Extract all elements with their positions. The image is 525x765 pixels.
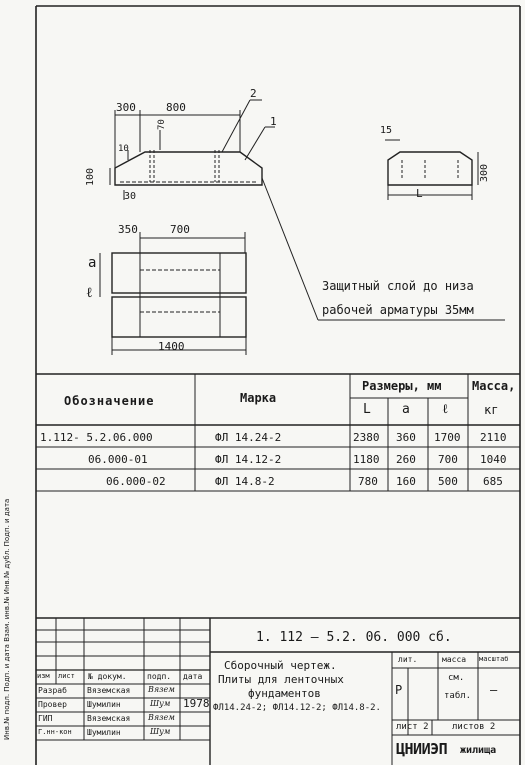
- note-line-2: рабочей арматуры 35мм: [322, 303, 474, 317]
- title-line-4: ФЛ14.24-2; ФЛ14.12-2; ФЛ14.8-2.: [213, 703, 381, 713]
- header-mass-unit: кг: [484, 403, 499, 417]
- row-1-mark: ФЛ 14.24-2: [215, 431, 282, 444]
- row-2-mass: 1040: [480, 453, 507, 466]
- header-col-L: L: [363, 402, 371, 417]
- col-date: дата: [183, 672, 203, 681]
- scale-value: —: [490, 683, 498, 697]
- doc-code: 1. 112 – 5.2. 06. 000 сб.: [256, 630, 452, 645]
- label-l: ℓ: [86, 285, 93, 301]
- lit-value: Р: [395, 683, 403, 697]
- title-line-1: Сборочный чертеж.: [224, 659, 337, 672]
- header-dimensions: Размеры, мм: [362, 379, 442, 393]
- row-2-a: 260: [396, 453, 416, 466]
- header-col-a: a: [402, 402, 410, 417]
- callout-1: 1: [270, 115, 277, 128]
- year: 1978: [183, 697, 210, 710]
- role-1: Разраб: [38, 686, 67, 695]
- lit-label: лит.: [398, 655, 418, 664]
- row-2-l: 700: [438, 453, 458, 466]
- label-L: L: [416, 187, 423, 200]
- row-1-a: 360: [396, 431, 416, 444]
- row-3-mark: ФЛ 14.8-2: [215, 475, 275, 488]
- dim-70: 70: [157, 119, 167, 130]
- row-2-designation: 06.000-01: [88, 453, 148, 466]
- header-col-l: ℓ: [442, 402, 449, 417]
- signature-2: Шум: [150, 699, 171, 708]
- col-sheet: лист: [58, 672, 75, 680]
- name-2: Шумилин: [87, 700, 121, 709]
- row-3-mass: 685: [483, 475, 503, 488]
- callout-2: 2: [250, 87, 257, 100]
- row-2-L: 1180: [353, 453, 380, 466]
- mass-value-1: см.: [448, 673, 465, 683]
- row-3-a: 160: [396, 475, 416, 488]
- row-1-L: 2380: [353, 431, 380, 444]
- signature-4: Шум: [150, 727, 171, 736]
- dim-1400: 1400: [158, 340, 185, 353]
- signature-1: Вязем: [148, 685, 175, 694]
- side-stamp: Инв.№ подл. Подп. и дата Взам. инв.№ Инв…: [3, 498, 11, 740]
- name-3: Вяземская: [87, 714, 131, 723]
- dim-300-end: 300: [479, 163, 490, 182]
- header-designation: Обозначение: [64, 394, 155, 408]
- row-1-designation: 1.112- 5.2.06.000: [40, 431, 153, 444]
- col-docnum: № докум.: [88, 672, 127, 681]
- organization: ЦНИИЭП: [396, 740, 448, 758]
- dim-350: 350: [118, 223, 138, 236]
- dim-700: 700: [170, 223, 190, 236]
- label-a: a: [88, 255, 97, 271]
- dim-10: 10: [118, 144, 129, 154]
- row-1-mass: 2110: [480, 431, 507, 444]
- col-change: изм: [37, 672, 50, 680]
- row-3-L: 780: [358, 475, 378, 488]
- mass-value-2: табл.: [444, 691, 472, 701]
- col-sign: подп.: [147, 672, 172, 681]
- role-2: Провер: [38, 700, 67, 709]
- row-3-designation: 06.000-02: [106, 475, 166, 488]
- dim-300: 300: [116, 101, 136, 114]
- sheet-label: лист 2: [396, 722, 429, 732]
- dim-100: 100: [85, 167, 96, 186]
- title-line-3: фундаментов: [248, 687, 321, 700]
- dim-15: 15: [380, 125, 393, 136]
- scale-label: масштаб: [479, 655, 509, 663]
- dim-800: 800: [166, 101, 186, 114]
- title-line-2: Плиты для ленточных: [218, 673, 344, 686]
- role-3: ГИП: [38, 714, 53, 723]
- header-mark: Марка: [240, 391, 277, 405]
- sheets-label: листов 2: [452, 722, 496, 732]
- role-4: Г.нн-кон: [38, 728, 72, 736]
- mass-label: масса: [442, 655, 467, 664]
- row-1-l: 1700: [434, 431, 461, 444]
- note-line-1: Защитный слой до низа: [322, 279, 474, 293]
- header-mass: Масса,: [472, 379, 516, 393]
- signature-3: Вязем: [148, 713, 175, 722]
- row-2-mark: ФЛ 14.12-2: [215, 453, 282, 466]
- row-3-l: 500: [438, 475, 458, 488]
- dim-30: 30: [124, 191, 137, 202]
- name-4: Шумилин: [87, 728, 121, 737]
- organization-suffix: жилища: [460, 745, 497, 756]
- name-1: Вяземская: [87, 686, 131, 695]
